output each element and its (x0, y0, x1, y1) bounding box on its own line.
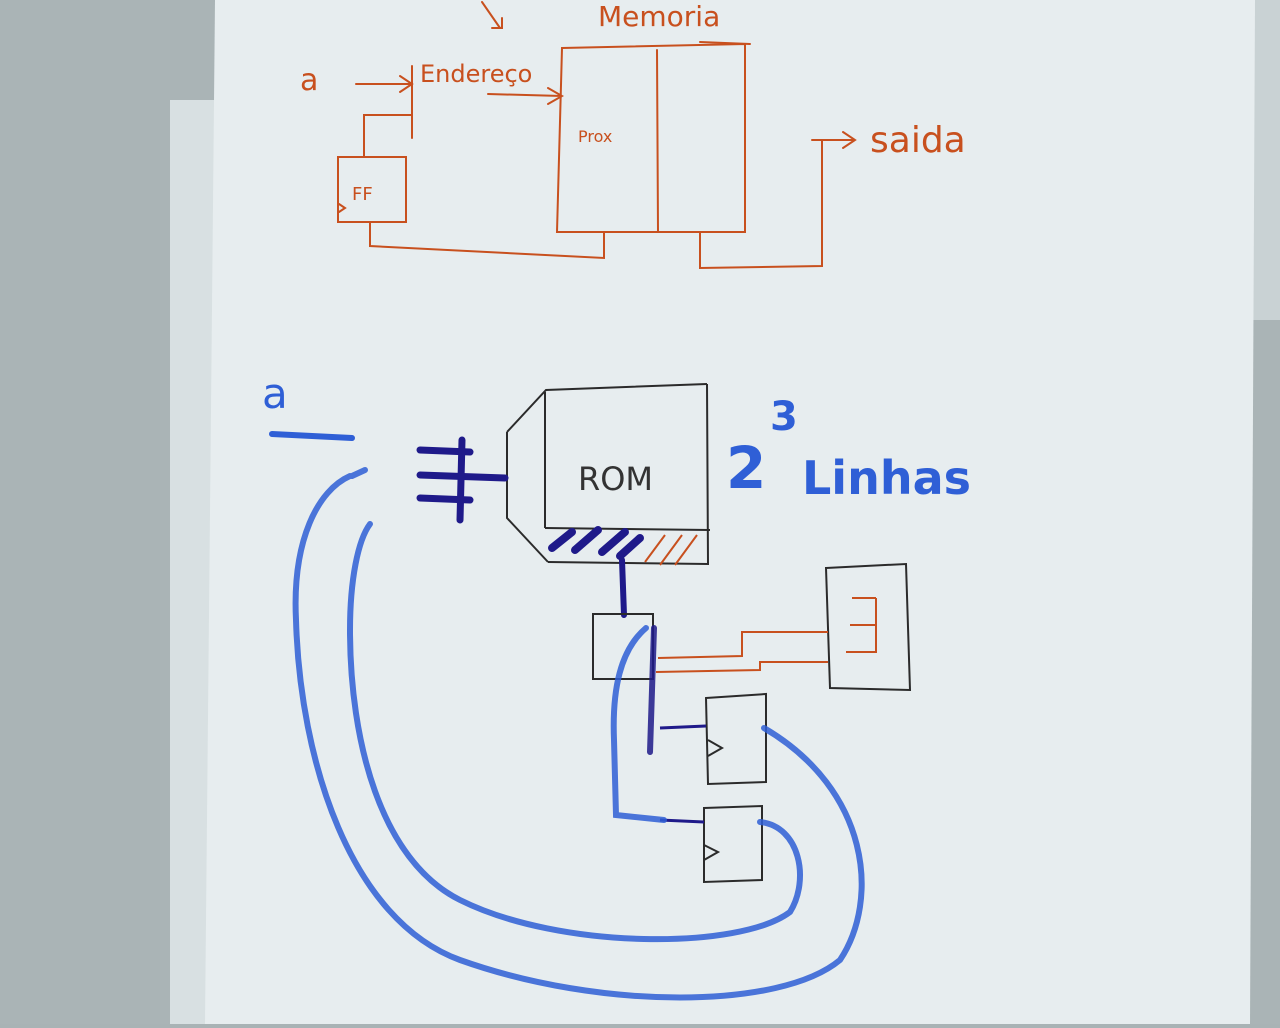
flip-flop-2-clock (703, 844, 721, 861)
rom-lines-label: Linhas (802, 451, 971, 505)
memory-divider (656, 49, 659, 233)
rom-size-exponent: 3 (770, 394, 798, 440)
ff1-feedback-loop (292, 473, 865, 1001)
bottom-input-label: a (262, 369, 288, 418)
memory-label: Memoria (598, 0, 720, 33)
flip-flop-1 (704, 692, 767, 786)
flip-flops (659, 692, 767, 884)
hatch-orange (644, 534, 698, 566)
ff-label: FF (352, 184, 373, 205)
feedback-loops (292, 467, 865, 1001)
display-wire-1 (657, 631, 828, 659)
feedback-wire (369, 221, 605, 260)
rom-box-outline (547, 383, 710, 566)
display-wire-2 (655, 661, 828, 673)
display-box (824, 562, 912, 692)
output-label: saida (870, 120, 966, 161)
flip-flop-2 (703, 804, 763, 884)
ff-clock-mark (338, 203, 347, 213)
ff2-input (659, 818, 705, 824)
rom-to-register (619, 557, 627, 618)
address-bus (456, 436, 466, 524)
display-symbol (846, 597, 877, 653)
memory-box (555, 42, 746, 233)
ff2-feedback-loop (346, 521, 803, 943)
top-diagram (337, 1, 857, 270)
hatch-2 (571, 526, 602, 554)
rom-box-side (506, 432, 549, 563)
rom-box-top (506, 383, 708, 433)
ff-output-wire (363, 114, 413, 158)
rom-output-hatch (548, 526, 644, 560)
loop1-end (349, 467, 368, 479)
rom-output-hatch-orange (644, 534, 698, 566)
ff1-input (659, 724, 707, 730)
address-arrow (487, 87, 565, 105)
register-to-ff-wire (610, 625, 667, 823)
prox-label: Prox (578, 127, 612, 146)
output-wire (699, 131, 857, 270)
input-a-line (269, 431, 355, 441)
rom-label: ROM (578, 460, 653, 498)
hatch-3 (598, 528, 629, 556)
top-input-label: a (300, 63, 318, 98)
rom-address-lines (416, 436, 509, 524)
ff-box (337, 156, 407, 223)
memory-top-line (699, 41, 751, 45)
top-arrow (481, 1, 503, 29)
hatch-4 (616, 534, 644, 560)
flip-flop-1-clock (707, 739, 725, 757)
register-tap-wire (647, 625, 657, 755)
output-display (655, 562, 912, 692)
rom-size-base: 2 (726, 434, 766, 502)
address-label: Endereço (420, 60, 532, 88)
paper-sheet (205, 0, 1255, 1024)
hatch-1 (548, 528, 576, 552)
